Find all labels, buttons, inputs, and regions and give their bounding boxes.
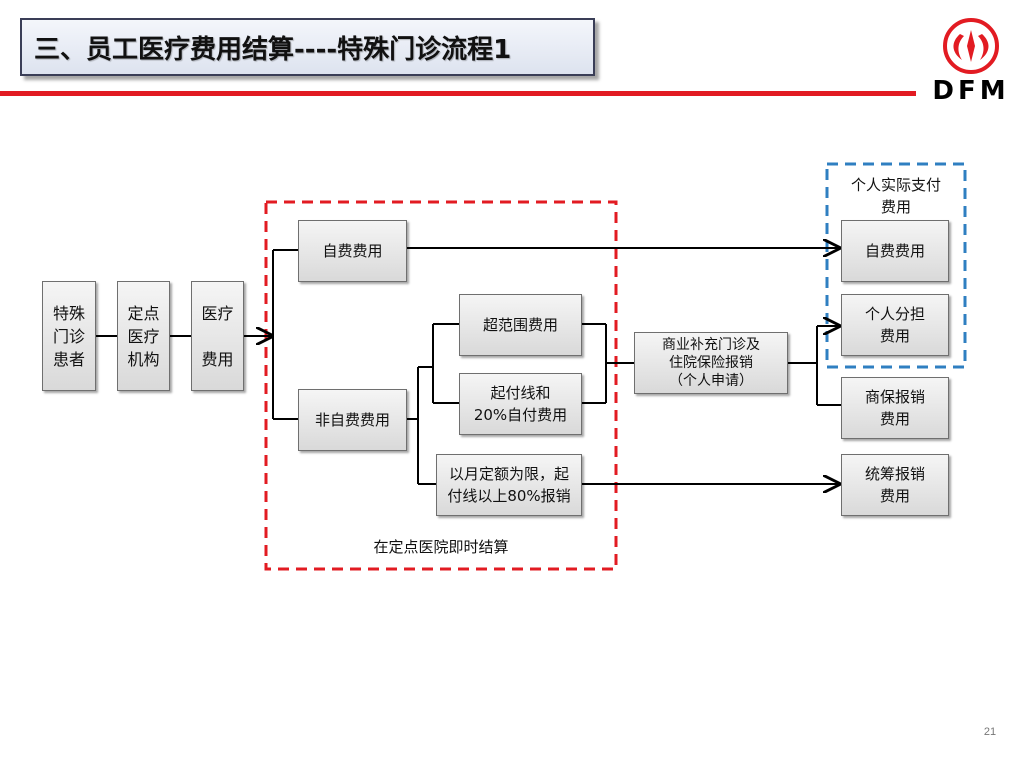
output-personal-share-box: 个人分担 费用 bbox=[841, 294, 949, 356]
monthly-limit-box: 以月定额为限，起 付线以上80%报销 bbox=[436, 454, 582, 516]
output-commercial-box: 商保报销 费用 bbox=[841, 377, 949, 439]
patient-box: 特殊 门诊 患者 bbox=[42, 281, 96, 391]
dfm-emblem-icon bbox=[943, 18, 999, 74]
actual-payment-frame bbox=[825, 162, 967, 369]
commercial-insurance-box: 商业补充门诊及 住院保险报销 （个人申请） bbox=[634, 332, 788, 394]
instant-settlement-frame bbox=[264, 200, 618, 571]
dfm-logo: DFM bbox=[926, 16, 1016, 106]
medical-fee-box: 医疗 费用 bbox=[191, 281, 244, 391]
page-title: 三、员工医疗费用结算----特殊门诊流程1 bbox=[34, 34, 512, 65]
non-self-pay-fee-box: 非自费费用 bbox=[298, 389, 407, 451]
output-pooled-box: 统筹报销 费用 bbox=[841, 454, 949, 516]
logo-text: DFM bbox=[932, 76, 1010, 106]
header-rule bbox=[0, 91, 916, 96]
output-self-pay-box: 自费费用 bbox=[841, 220, 949, 282]
self-pay-fee-box: 自费费用 bbox=[298, 220, 407, 282]
title-banner: 三、员工医疗费用结算----特殊门诊流程1 bbox=[20, 18, 595, 76]
actual-payment-label: 个人实际支付 费用 bbox=[850, 176, 941, 216]
page-number: 21 bbox=[983, 726, 997, 738]
deductible-fee-box: 起付线和 20%自付费用 bbox=[459, 373, 582, 435]
institution-box: 定点 医疗 机构 bbox=[117, 281, 170, 391]
instant-settlement-label: 在定点医院即时结算 bbox=[373, 538, 509, 556]
over-scope-fee-box: 超范围费用 bbox=[459, 294, 582, 356]
